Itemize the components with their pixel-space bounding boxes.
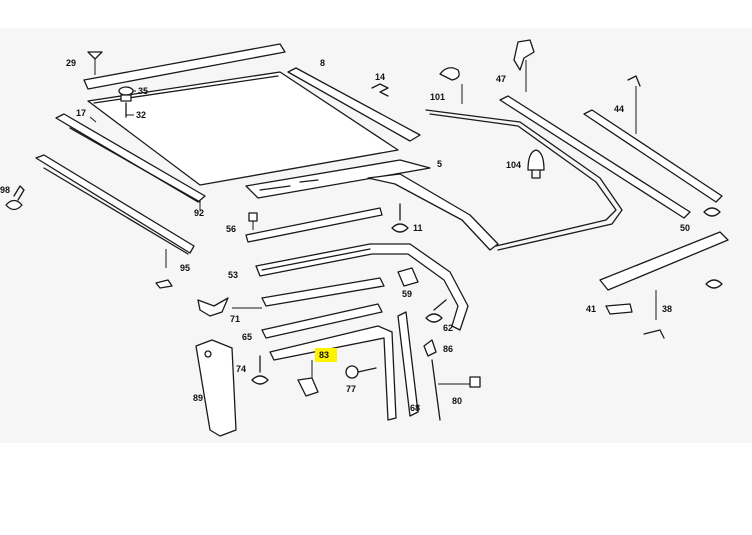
- label-53[interactable]: 53: [228, 270, 238, 280]
- roof-glass-panel: [87, 71, 399, 186]
- part-68-pillar: [397, 311, 419, 417]
- part-86-clip: [423, 339, 437, 357]
- label-14[interactable]: 14: [375, 72, 385, 82]
- part-8-trim: [287, 67, 421, 142]
- label-65[interactable]: 65: [242, 332, 252, 342]
- part-53-rail: [255, 243, 469, 331]
- label-32[interactable]: 32: [136, 110, 146, 120]
- part-101-arch: [425, 67, 623, 251]
- label-56[interactable]: 56: [226, 224, 236, 234]
- part-95-long-rail: [35, 154, 195, 289]
- label-74[interactable]: 74: [236, 364, 246, 374]
- part-14-clip: [371, 83, 389, 97]
- part-44-strip: [583, 75, 723, 203]
- part-59-bracket: [397, 267, 419, 287]
- label-83[interactable]: 83: [319, 350, 329, 360]
- part-74-screw: [251, 355, 269, 385]
- label-17[interactable]: 17: [76, 108, 86, 118]
- label-86[interactable]: 86: [443, 344, 453, 354]
- label-92[interactable]: 92: [194, 208, 204, 218]
- label-101[interactable]: 101: [430, 92, 445, 102]
- label-35[interactable]: 35: [138, 86, 148, 96]
- part-38-screw: [643, 279, 723, 339]
- part-83-clip: [297, 377, 319, 397]
- part-41-tab: [605, 303, 633, 315]
- label-89[interactable]: 89: [193, 393, 203, 403]
- part-71-rail: [197, 277, 385, 317]
- part-29-roof-trim: [83, 43, 286, 90]
- label-44[interactable]: 44: [614, 104, 624, 114]
- part-17-left-rail: [55, 113, 206, 203]
- part-47-strip: [499, 39, 691, 219]
- part-62-screw: [425, 299, 447, 323]
- label-5[interactable]: 5: [437, 159, 442, 169]
- part-65-rail: [261, 303, 383, 339]
- part-104-clip: [527, 149, 545, 179]
- label-80[interactable]: 80: [452, 396, 462, 406]
- label-59[interactable]: 59: [402, 289, 412, 299]
- label-98[interactable]: 98: [0, 185, 10, 195]
- part-35-grommet: [118, 86, 136, 118]
- label-95[interactable]: 95: [180, 263, 190, 273]
- label-104[interactable]: 104: [506, 160, 521, 170]
- part-98-screw: [5, 185, 25, 211]
- diagram-background: [0, 28, 752, 443]
- label-29[interactable]: 29: [66, 58, 76, 68]
- label-11[interactable]: 11: [413, 223, 423, 233]
- part-89-pillar-trim: [195, 339, 237, 437]
- part-80-strip: [431, 359, 481, 421]
- part-5-frame: [245, 159, 499, 251]
- label-62[interactable]: 62: [443, 323, 453, 333]
- label-71[interactable]: 71: [230, 314, 240, 324]
- part-50-strip: [599, 207, 729, 291]
- part-11-screw: [391, 203, 409, 233]
- highlight-box: [315, 348, 337, 362]
- label-68[interactable]: 68: [410, 403, 420, 413]
- label-41[interactable]: 41: [586, 304, 596, 314]
- label-8[interactable]: 8: [320, 58, 325, 68]
- part-83-seal: [269, 325, 397, 421]
- part-56-rail: [245, 207, 383, 243]
- label-38[interactable]: 38: [662, 304, 672, 314]
- label-50[interactable]: 50: [680, 223, 690, 233]
- part-77-screw: [345, 365, 377, 379]
- label-77[interactable]: 77: [346, 384, 356, 394]
- label-47[interactable]: 47: [496, 74, 506, 84]
